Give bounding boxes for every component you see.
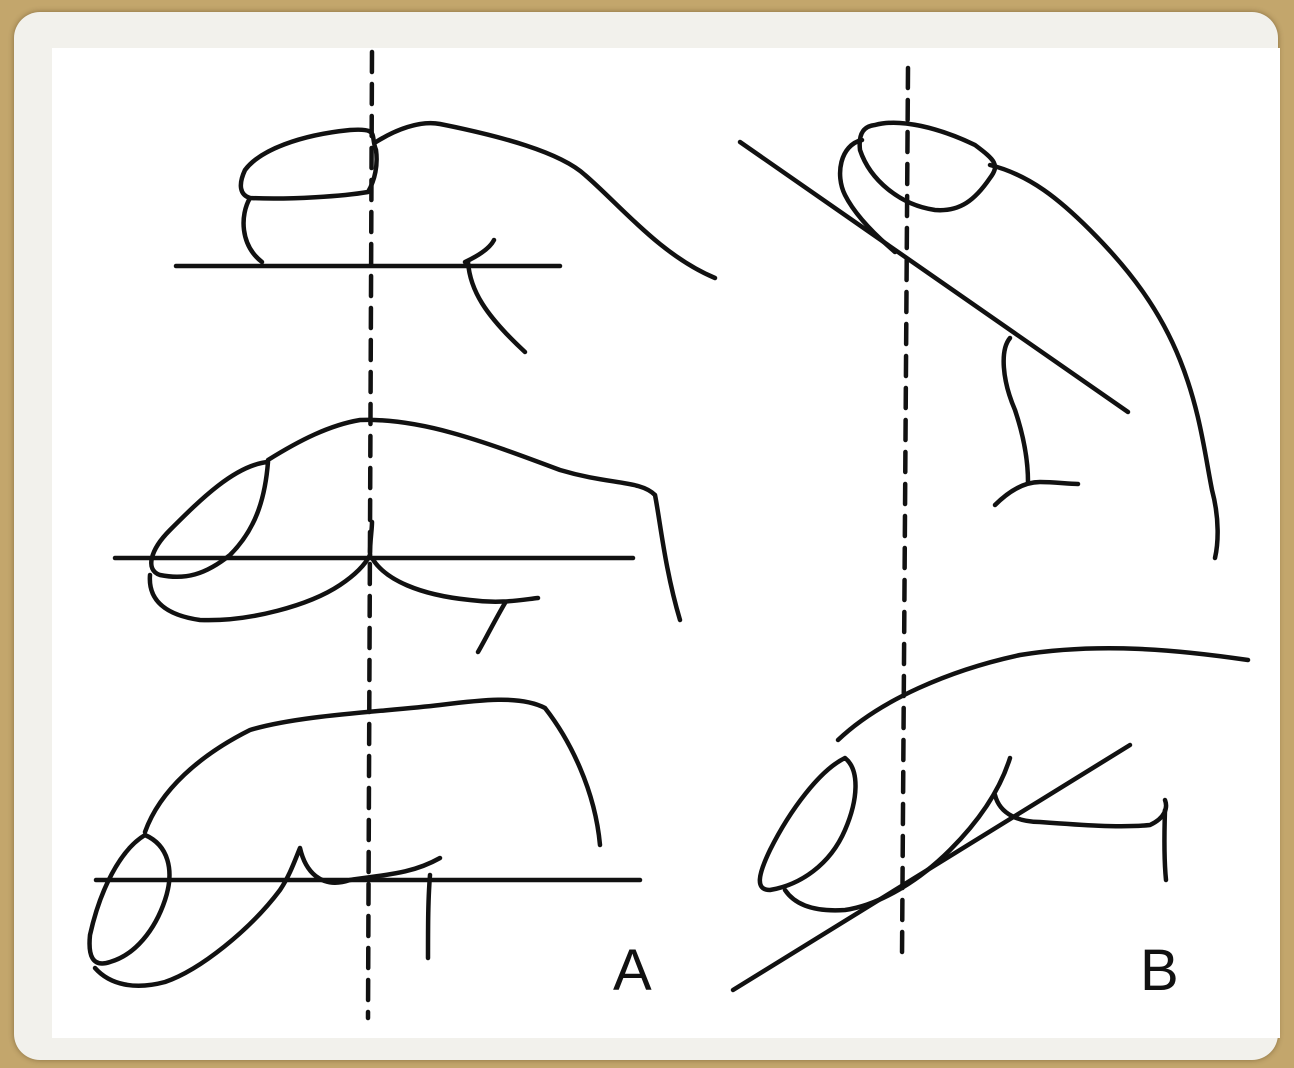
finger-b-top-tendon (995, 482, 1078, 505)
finger-a-top-outline (376, 123, 715, 278)
finger-a-middle-tendon-tail (478, 603, 505, 652)
finger-b-top (740, 123, 1218, 558)
finger-b-top-surface-line (740, 142, 1128, 412)
finger-a-bottom (90, 700, 640, 986)
finger-b-top-nail (860, 123, 995, 210)
finger-b-top-crease (1004, 338, 1028, 482)
finger-a-top-knuckle (465, 240, 494, 262)
finger-a-middle-crease (370, 522, 372, 555)
finger-a-top-tendon (468, 262, 525, 352)
finger-a-top (176, 123, 715, 352)
finger-b-top-tip (840, 140, 895, 252)
finger-b-bottom-tendon-tail (1164, 810, 1166, 880)
finger-a-middle (115, 420, 680, 652)
finger-b-bottom-outline (838, 648, 1248, 740)
panel-b-label: B (1140, 942, 1179, 1000)
finger-a-middle-pad (150, 555, 370, 620)
finger-a-top-pad (244, 198, 262, 262)
finger-a-bottom-outline (145, 700, 600, 845)
panel-b (733, 68, 1248, 990)
finger-a-bottom-tendon (428, 875, 430, 958)
finger-a-bottom-nail (90, 835, 170, 963)
finger-b-top-outline (990, 165, 1218, 558)
finger-a-top-nail (241, 130, 377, 199)
finger-b-bottom-nail (760, 758, 856, 890)
panel-a (90, 52, 715, 1018)
finger-a-middle-tendon (372, 558, 538, 602)
finger-a-bottom-pad (95, 848, 440, 986)
panel-a-label: A (613, 942, 652, 1000)
